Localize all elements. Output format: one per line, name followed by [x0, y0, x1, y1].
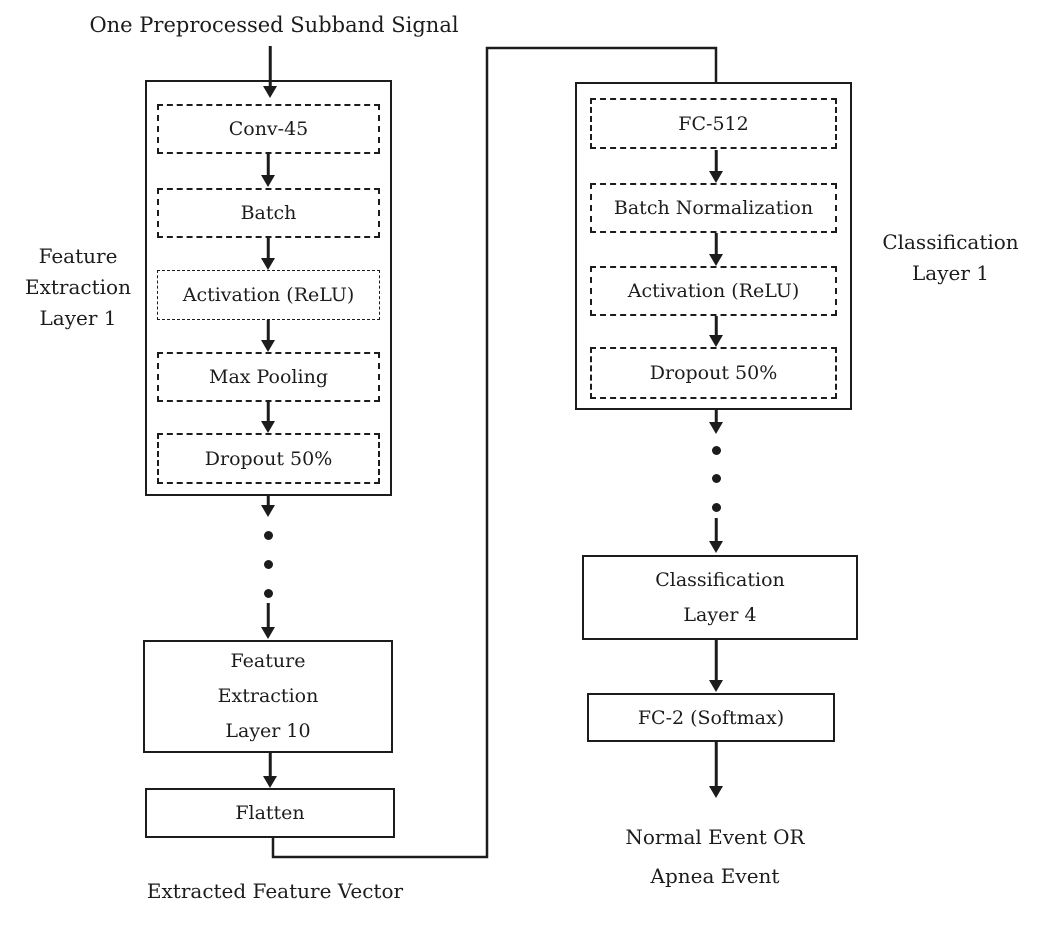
- arrow-head-icon: [709, 786, 723, 798]
- fc2-softmax-box: FC-2 (Softmax): [587, 693, 835, 742]
- output-label-line: Apnea Event: [650, 864, 780, 888]
- group-label-line: Classification: [882, 230, 1019, 254]
- feature-extraction-layer10-box: Feature Extraction Layer 10: [143, 640, 393, 753]
- layer-box-fc512: FC-512: [590, 98, 837, 149]
- arrow-batchnorm-to-activation: [709, 233, 723, 266]
- arrow-maxpool-to-dropout: [261, 402, 275, 433]
- layer-label-max-pooling: Max Pooling: [209, 366, 328, 388]
- layer-box-max-pooling: Max Pooling: [157, 352, 380, 402]
- arrow-shaft: [266, 402, 270, 424]
- layer-box-batch: Batch: [157, 188, 380, 238]
- arrow-cl4-to-fc2: [709, 640, 723, 692]
- flatten-box: Flatten: [145, 788, 395, 838]
- layer-label-dropout-right: Dropout 50%: [649, 362, 778, 384]
- arrow-shaft: [266, 496, 270, 508]
- arrow-activation-to-maxpool: [261, 320, 275, 352]
- layer-label-conv45: Conv-45: [228, 118, 309, 140]
- layer-label-batch-normalization: Batch Normalization: [613, 197, 814, 219]
- arrow-fc2-to-output: [709, 742, 723, 798]
- layer-box-dropout-right: Dropout 50%: [590, 347, 837, 399]
- classification-layer4-box: Classification Layer 4: [582, 555, 858, 640]
- layer-box-batch-normalization: Batch Normalization: [590, 183, 837, 233]
- arrow-head-icon: [709, 422, 723, 434]
- arrow-shaft: [266, 320, 270, 343]
- group-label-line: Feature: [38, 244, 118, 268]
- arrow-shaft: [714, 640, 718, 683]
- flatten-label: Flatten: [235, 802, 305, 824]
- group-label-line: Extraction: [25, 275, 131, 299]
- layer-label-batch: Batch: [240, 202, 297, 224]
- output-label-line: Normal Event OR: [625, 825, 805, 849]
- layer-box-conv45: Conv-45: [157, 104, 380, 154]
- arrow-head-icon: [263, 776, 277, 788]
- input-signal-label: One Preprocessed Subband Signal: [89, 13, 459, 37]
- arrow-head-icon: [709, 171, 723, 183]
- fe10-label-line: Extraction: [217, 685, 319, 707]
- arrow-shaft: [714, 742, 718, 789]
- arrow-head-icon: [261, 258, 275, 270]
- ellipsis-dot: [263, 530, 273, 540]
- arrow-head-icon: [709, 541, 723, 553]
- ellipsis-dot: [263, 559, 273, 569]
- arrow-batch-to-activation: [261, 238, 275, 270]
- layer-label-fc512: FC-512: [678, 112, 749, 135]
- arrow-head-icon: [261, 421, 275, 433]
- layer-box-activation-relu-right: Activation (ReLU): [590, 266, 837, 316]
- ellipsis-dot: [263, 588, 273, 598]
- fe10-label-line: Layer 10: [225, 720, 311, 742]
- arrow-cl1-to-ellipsis: [709, 410, 723, 434]
- arrow-fc512-to-batchnorm: [709, 150, 723, 183]
- arrow-fe10-to-flatten: [263, 753, 277, 788]
- layer-label-activation-relu-right: Activation (ReLU): [627, 280, 800, 302]
- cl4-label-line: Layer 4: [683, 603, 757, 626]
- arrow-ellipsis-to-fe10: [261, 603, 275, 639]
- arrow-activation-to-dropout-right: [709, 316, 723, 347]
- arrow-head-icon: [261, 340, 275, 352]
- arrow-head-icon: [709, 680, 723, 692]
- feature-extraction-group-label: Feature Extraction Layer 1: [8, 241, 148, 334]
- arrow-shaft: [266, 154, 270, 178]
- arrow-fe1-to-ellipsis: [261, 496, 275, 517]
- ellipsis-dot: [711, 445, 721, 455]
- layer-box-dropout-left: Dropout 50%: [157, 433, 380, 484]
- layer-label-activation-relu-left: Activation (ReLU): [182, 284, 355, 306]
- group-label-line: Layer 1: [39, 306, 117, 330]
- arrow-head-icon: [261, 505, 275, 517]
- extracted-feature-vector-label: Extracted Feature Vector: [146, 879, 404, 903]
- arrow-shaft: [266, 238, 270, 261]
- group-label-line: Layer 1: [912, 261, 989, 285]
- arrow-head-icon: [261, 627, 275, 639]
- arrow-shaft: [268, 753, 272, 779]
- classification-group-label: Classification Layer 1: [868, 227, 1033, 289]
- ellipsis-dot: [711, 502, 721, 512]
- fe10-label-line: Feature: [230, 650, 306, 672]
- cl4-label-line: Classification: [655, 568, 785, 591]
- arrow-head-icon: [709, 335, 723, 347]
- arrow-shaft: [268, 46, 272, 89]
- layer-box-activation-relu-left: Activation (ReLU): [157, 270, 380, 320]
- output-label: Normal Event OR Apnea Event: [565, 818, 865, 896]
- arrow-head-icon: [261, 175, 275, 187]
- arrow-shaft: [266, 603, 270, 630]
- ellipsis-dot: [711, 473, 721, 483]
- arrow-input-signal: [263, 46, 277, 98]
- arrow-head-icon: [263, 86, 277, 98]
- arrow-conv45-to-batch: [261, 154, 275, 187]
- arrow-head-icon: [709, 254, 723, 266]
- layer-label-dropout-left: Dropout 50%: [204, 447, 333, 470]
- arrow-ellipsis-to-cl4: [709, 518, 723, 553]
- fc2-softmax-label: FC-2 (Softmax): [637, 706, 785, 729]
